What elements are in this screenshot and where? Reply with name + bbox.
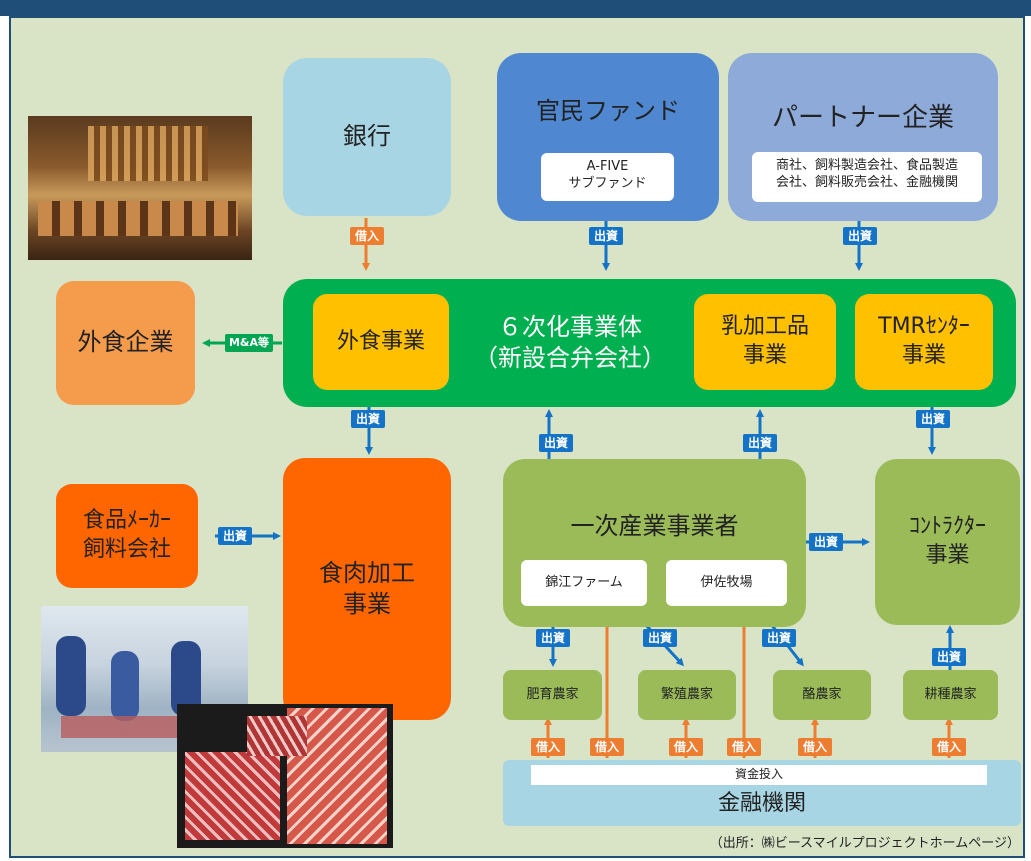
invest-tag-main-meat: 出資 <box>351 410 385 428</box>
restaurant-business-box: 外食事業 <box>313 294 449 390</box>
fund-input-bar: 資金投入 <box>531 765 987 785</box>
fattening-farm-box: 肥育農家 <box>503 670 602 720</box>
crop-farm-box: 耕種農家 <box>903 670 998 720</box>
primary-industry-label: 一次産業事業者 <box>570 512 739 540</box>
breeding-farm-label: 繁殖農家 <box>660 686 713 702</box>
invest-tag-kinko-main: 出資 <box>539 434 573 452</box>
isa-ranch-box: 伊佐牧場 <box>666 560 787 606</box>
fattening-farm-label: 肥育農家 <box>526 686 579 702</box>
invest-tag-dairy: 出資 <box>762 629 796 647</box>
restaurant-company-label: 外食企業 <box>77 328 174 357</box>
borrow-tag-isa: 借入 <box>727 738 761 756</box>
invest-tag-main-contractor: 出資 <box>916 410 950 428</box>
financial-institution-label: 金融機関 <box>717 791 806 816</box>
invest-tag-partner: 出資 <box>843 227 877 245</box>
borrow-tag-dairy: 借入 <box>798 738 832 756</box>
source-caption: （出所：㈱ビースマイルプロジェクトホームページ） <box>709 836 1020 851</box>
isa-ranch-label: 伊佐牧場 <box>700 574 753 590</box>
bank-label: 銀行 <box>343 122 391 151</box>
fund-label: 官民ファンド <box>536 97 680 125</box>
borrow-tag-bank: 借入 <box>350 227 384 245</box>
borrow-tag-kinko: 借入 <box>590 738 624 756</box>
tmr-business-label: TMRｾﾝﾀｰ 事業 <box>878 314 970 368</box>
tmr-business-box: TMRｾﾝﾀｰ 事業 <box>855 294 993 390</box>
fund-input-label: 資金投入 <box>734 767 783 782</box>
invest-tag-fattening: 出資 <box>536 629 570 647</box>
main-entity-label: ６次化事業体 （新設合弁会社） <box>474 313 666 373</box>
dairy-business-box: 乳加工品 事業 <box>694 294 836 390</box>
invest-tag-primary-contractor: 出資 <box>809 533 843 551</box>
invest-tag-fund: 出資 <box>589 227 623 245</box>
restaurant-business-label: 外食事業 <box>336 328 425 354</box>
invest-tag-foodmaker-meat: 出資 <box>218 527 252 545</box>
borrow-tag-breeding: 借入 <box>669 738 703 756</box>
meat-processing-box: 食肉加工 事業 <box>283 458 451 720</box>
dairy-farm-label: 酪農家 <box>802 686 842 702</box>
restaurant-company-box: 外食企業 <box>56 281 195 405</box>
food-maker-box: 食品ﾒｰｶｰ 飼料会社 <box>56 484 198 588</box>
partner-sub-box: 商社、飼料製造会社、食品製造 会社、飼料販売会社、金融機関 <box>752 152 982 202</box>
contractor-label: ｺﾝﾄﾗｸﾀｰ 事業 <box>908 514 986 568</box>
bank-box: 銀行 <box>283 58 451 216</box>
sliced-beef-photo <box>177 704 393 848</box>
header-bar <box>0 0 1031 16</box>
contractor-box: ｺﾝﾄﾗｸﾀｰ 事業 <box>875 459 1020 625</box>
dairy-business-label: 乳加工品 事業 <box>720 314 809 368</box>
invest-tag-crop: 出資 <box>932 648 966 666</box>
restaurant-interior-photo <box>28 116 252 260</box>
invest-tag-isa-main: 出資 <box>743 434 777 452</box>
meat-processing-label: 食肉加工 事業 <box>319 558 415 618</box>
breeding-farm-box: 繁殖農家 <box>638 670 736 720</box>
borrow-tag-crop: 借入 <box>932 738 966 756</box>
dairy-farm-box: 酪農家 <box>773 670 871 720</box>
kinko-farm-box: 錦江ファーム <box>521 560 647 606</box>
crop-farm-label: 耕種農家 <box>924 686 977 702</box>
kinko-farm-label: 錦江ファーム <box>545 574 623 590</box>
borrow-tag-fattening: 借入 <box>531 738 565 756</box>
food-maker-label: 食品ﾒｰｶｰ 飼料会社 <box>82 508 171 562</box>
ma-tag: M&A等 <box>225 334 273 352</box>
fund-sub-box: A-FIVE サブファンド <box>541 153 674 201</box>
invest-tag-breeding: 出資 <box>643 629 677 647</box>
partner-label: パートナー企業 <box>771 103 954 133</box>
